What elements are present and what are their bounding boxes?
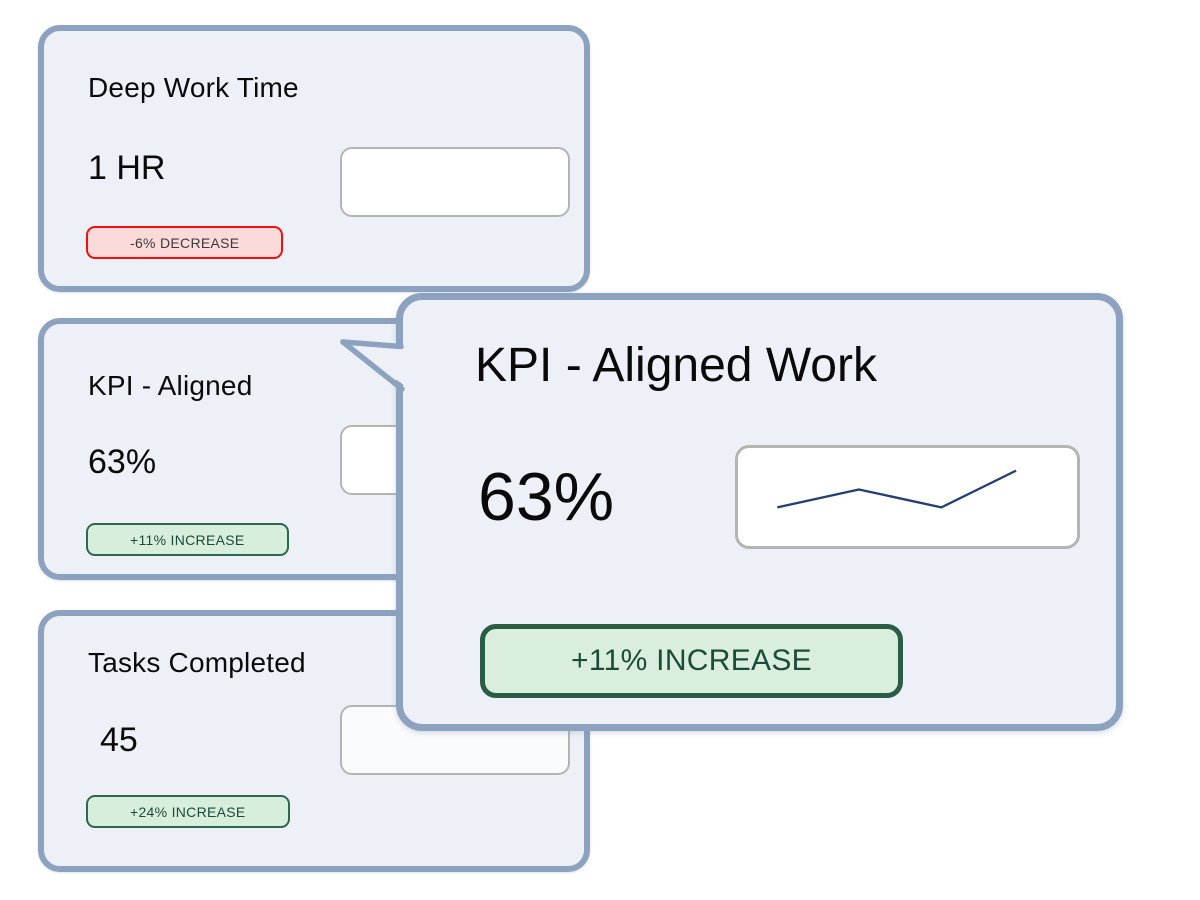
sparkline-chart	[735, 445, 1080, 549]
sparkline-path	[777, 469, 1017, 509]
change-badge: +24% INCREASE	[86, 795, 290, 828]
popover-pointer-icon	[340, 339, 411, 392]
sparkline-svg	[777, 469, 1017, 509]
popover-title: KPI - Aligned Work	[475, 339, 877, 392]
card-value: 63%	[88, 443, 157, 481]
kpi-card-deep-work-time[interactable]: Deep Work Time 1 HR -6% DECREASE	[38, 25, 590, 292]
sparkline-placeholder	[340, 147, 570, 217]
card-value: 1 HR	[88, 149, 166, 187]
change-badge: +11% INCREASE	[86, 523, 289, 556]
card-value: 45	[100, 721, 138, 759]
card-title: Deep Work Time	[88, 72, 299, 103]
change-badge: -6% DECREASE	[86, 226, 284, 259]
kpi-zoom-popover: KPI - Aligned Work 63% +11% INCREASE	[396, 293, 1123, 731]
card-title: Tasks Completed	[88, 647, 306, 678]
popover-change-badge: +11% INCREASE	[480, 624, 903, 698]
popover-value: 63%	[478, 459, 615, 535]
card-title: KPI - Aligned	[88, 370, 253, 401]
